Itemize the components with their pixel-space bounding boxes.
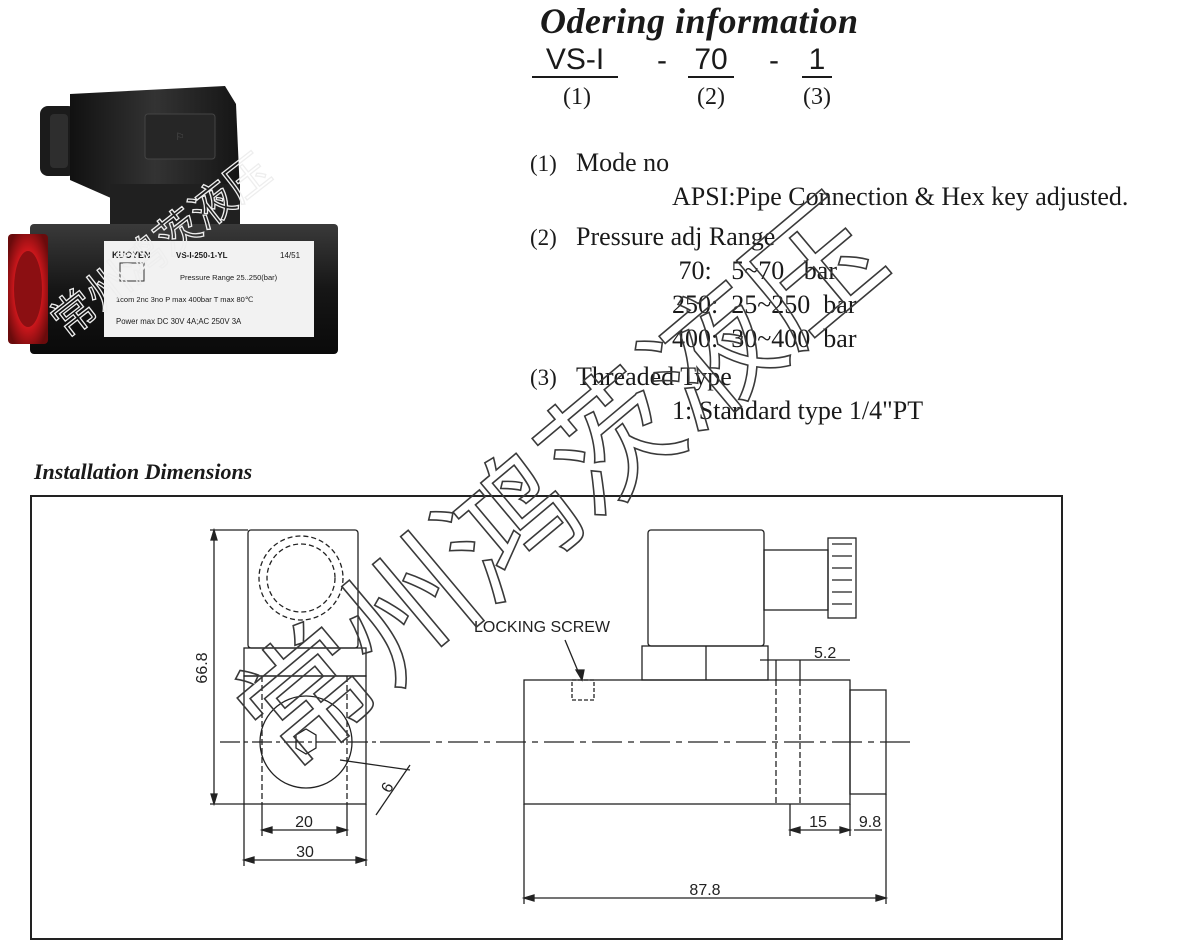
switch-symbol bbox=[119, 262, 145, 282]
option-2: (2) Pressure adj Range bbox=[530, 222, 775, 252]
code-part-mode: VS-I bbox=[532, 44, 618, 78]
code-part-pressure: 70 bbox=[688, 44, 734, 78]
connector-face bbox=[144, 113, 216, 160]
code-index-3: (3) bbox=[803, 84, 831, 110]
option-3-label: Threaded Type bbox=[576, 362, 732, 391]
code-index-1: (1) bbox=[563, 84, 591, 110]
option-3-detail: 1: Standard type 1/4"PT bbox=[672, 396, 924, 425]
label-range: Pressure Range 25..250(bar) bbox=[180, 273, 278, 282]
range-70: 70: 5~70 bar bbox=[672, 256, 838, 285]
product-label: KUOYEN VS-I-250-1-YL 14/51 Pressure Rang… bbox=[104, 241, 314, 337]
svg-text:⚐: ⚐ bbox=[176, 132, 185, 143]
option-1-detail: APSI:Pipe Connection & Hex key adjusted. bbox=[672, 182, 1129, 211]
code-dash-2: - bbox=[769, 44, 779, 77]
label-rev: 14/51 bbox=[280, 251, 301, 260]
dim-30: 30 bbox=[296, 844, 314, 861]
code-index-2: (2) bbox=[697, 84, 725, 110]
range-250: 250: 25~250 bar bbox=[672, 290, 857, 319]
option-1-num: (1) bbox=[530, 151, 557, 176]
dim-20: 20 bbox=[295, 814, 313, 831]
side-view bbox=[210, 527, 411, 866]
option-1: (1) Mode no bbox=[530, 148, 669, 178]
front-view bbox=[400, 529, 910, 904]
installation-title: Installation Dimensions bbox=[34, 459, 253, 484]
drawing-frame bbox=[30, 495, 1063, 940]
watermark: 常州鸿茨液压 常州鸿茨液压 bbox=[41, 145, 912, 796]
option-2-label: Pressure adj Range bbox=[576, 222, 776, 251]
code-dash-1: - bbox=[657, 44, 667, 77]
watermark-large: 常州鸿茨液压 bbox=[210, 174, 911, 796]
option-3: (3) Threaded Type bbox=[530, 362, 732, 392]
locking-screw-label: LOCKING SCREW bbox=[474, 619, 611, 636]
label-spec2: Power max DC 30V 4A;AC 250V 3A bbox=[116, 317, 242, 326]
watermark-small: 常州鸿茨液压 bbox=[42, 146, 280, 347]
option-3-num: (3) bbox=[530, 365, 557, 390]
dim-5-2: 5.2 bbox=[814, 645, 836, 662]
dim-hex: 6 bbox=[378, 780, 397, 796]
dim-9-8: 9.8 bbox=[859, 814, 881, 831]
label-model: VS-I-250-1-YL bbox=[176, 251, 228, 260]
range-400: 400: 30~400 bar bbox=[672, 324, 857, 353]
option-2-num: (2) bbox=[530, 225, 557, 250]
dim-total: 87.8 bbox=[689, 882, 720, 899]
option-1-label: Mode no bbox=[576, 148, 670, 177]
product-photo: ⚐ KUOYEN VS-I-250-1-YL 14/51 Pressure Ra… bbox=[8, 86, 338, 354]
code-part-thread: 1 bbox=[802, 44, 832, 78]
dim-height: 66.8 bbox=[194, 652, 211, 683]
dim-15: 15 bbox=[809, 814, 827, 831]
label-spec1: 1com 2nc 3no P max 400bar T max 80℃ bbox=[116, 295, 254, 304]
label-brand: KUOYEN bbox=[112, 250, 151, 260]
connector-neck bbox=[110, 184, 240, 229]
ordering-title: Odering information bbox=[540, 1, 859, 41]
